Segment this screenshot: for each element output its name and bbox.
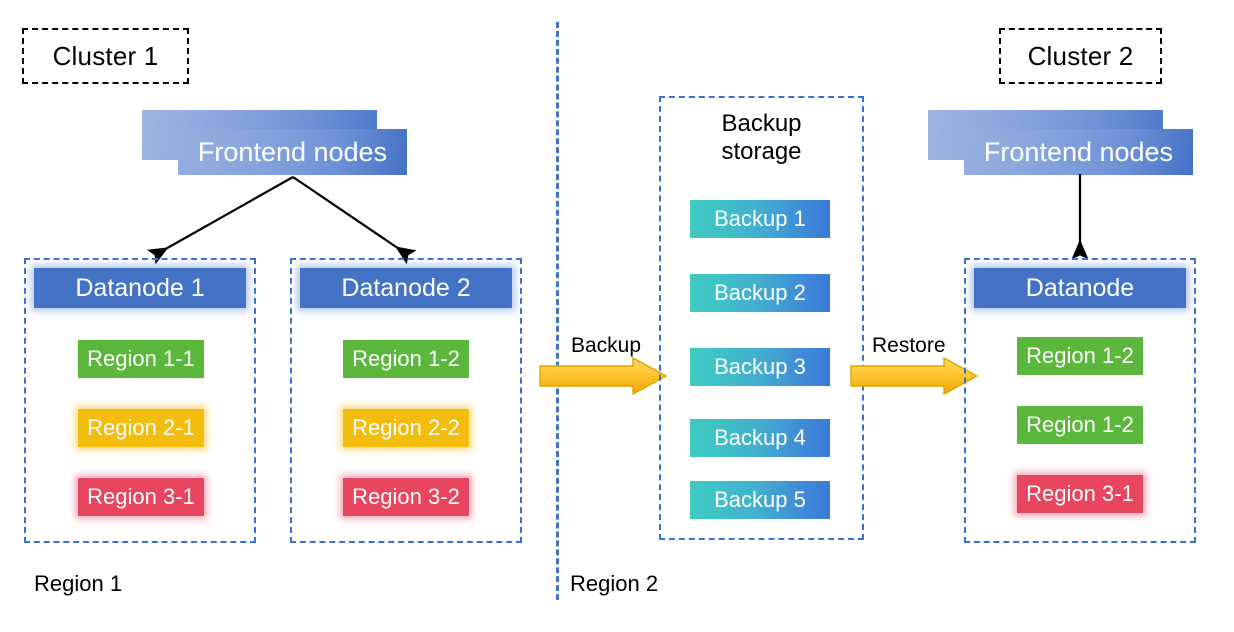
datanode-2-header[interactable]: Datanode 2 — [300, 268, 512, 308]
cluster-1-label-box: Cluster 1 — [22, 28, 189, 84]
region-chip-2-1-label: Region 2-1 — [87, 415, 195, 440]
region-chip-r2-label: Region 1-2 — [1026, 412, 1134, 437]
frontend-nodes-2-label: Frontend nodes — [983, 136, 1174, 167]
restore-flow-arrow-icon — [850, 357, 978, 395]
datanode-1-container — [24, 258, 256, 543]
frontend-nodes-2[interactable]: Frontend nodes — [964, 129, 1193, 175]
region-chip-3-2-label: Region 3-2 — [352, 484, 460, 509]
backup-item-2[interactable]: Backup 2 — [690, 274, 830, 312]
backup-storage-title: Backup storage — [659, 110, 864, 167]
backup-item-3-label: Backup 3 — [714, 354, 806, 379]
backup-item-1[interactable]: Backup 1 — [690, 200, 830, 238]
backup-item-4[interactable]: Backup 4 — [690, 419, 830, 457]
region-chip-2-2-label: Region 2-2 — [352, 415, 460, 440]
region-chip-r2[interactable]: Region 1-2 — [1017, 406, 1143, 444]
backup-item-2-label: Backup 2 — [714, 280, 806, 305]
frontend-to-datanode-connector — [1071, 174, 1089, 260]
footer-label-region-1: Region 1 — [34, 571, 123, 596]
region-divider-line — [556, 22, 559, 600]
datanode-3-container — [964, 258, 1196, 543]
region-chip-3-1[interactable]: Region 3-1 — [78, 478, 204, 516]
backup-item-4-label: Backup 4 — [714, 425, 806, 450]
datanode-3-header[interactable]: Datanode — [974, 268, 1186, 308]
cluster-2-label-box: Cluster 2 — [999, 28, 1162, 84]
region-chip-3-2[interactable]: Region 3-2 — [343, 478, 469, 516]
region-chip-1-2[interactable]: Region 1-2 — [343, 340, 469, 378]
region-chip-1-1[interactable]: Region 1-1 — [78, 340, 204, 378]
datanode-2-container — [290, 258, 522, 543]
cluster-1-label-text: Cluster 1 — [52, 40, 159, 71]
datanode-1-header[interactable]: Datanode 1 — [34, 268, 246, 308]
region-chip-r3-label: Region 3-1 — [1026, 481, 1134, 506]
region-chip-3-1-label: Region 3-1 — [87, 484, 195, 509]
backup-storage-container — [659, 96, 864, 540]
backup-flow-arrow-icon — [539, 357, 667, 395]
region-chip-r3[interactable]: Region 3-1 — [1017, 475, 1143, 513]
region-chip-1-2-label: Region 1-2 — [352, 346, 460, 371]
region-chip-r1[interactable]: Region 1-2 — [1017, 337, 1143, 375]
backup-item-1-label: Backup 1 — [714, 206, 806, 231]
backup-item-5-label: Backup 5 — [714, 487, 806, 512]
backup-item-3[interactable]: Backup 3 — [690, 348, 830, 386]
backup-storage-title-line1: Backup — [721, 110, 802, 137]
region-chip-2-1[interactable]: Region 2-1 — [78, 409, 204, 447]
backup-storage-title-line2: storage — [721, 138, 802, 166]
cluster-2-label-text: Cluster 2 — [1027, 40, 1134, 71]
datanode-1-title: Datanode 1 — [75, 273, 205, 302]
region-chip-1-1-label: Region 1-1 — [87, 346, 195, 371]
footer-label-region-2: Region 2 — [570, 571, 659, 596]
datanode-2-title: Datanode 2 — [341, 273, 471, 302]
frontend-nodes-1[interactable]: Frontend nodes — [178, 129, 407, 175]
frontend-to-datanodes-connectors — [146, 176, 417, 265]
frontend-nodes-1-label: Frontend nodes — [197, 136, 388, 167]
datanode-3-title: Datanode — [1025, 273, 1135, 302]
region-chip-r1-label: Region 1-2 — [1026, 343, 1134, 368]
region-chip-2-2[interactable]: Region 2-2 — [343, 409, 469, 447]
restore-flow-label: Restore — [872, 334, 946, 357]
backup-item-5[interactable]: Backup 5 — [690, 481, 830, 519]
backup-flow-label: Backup — [571, 334, 642, 357]
